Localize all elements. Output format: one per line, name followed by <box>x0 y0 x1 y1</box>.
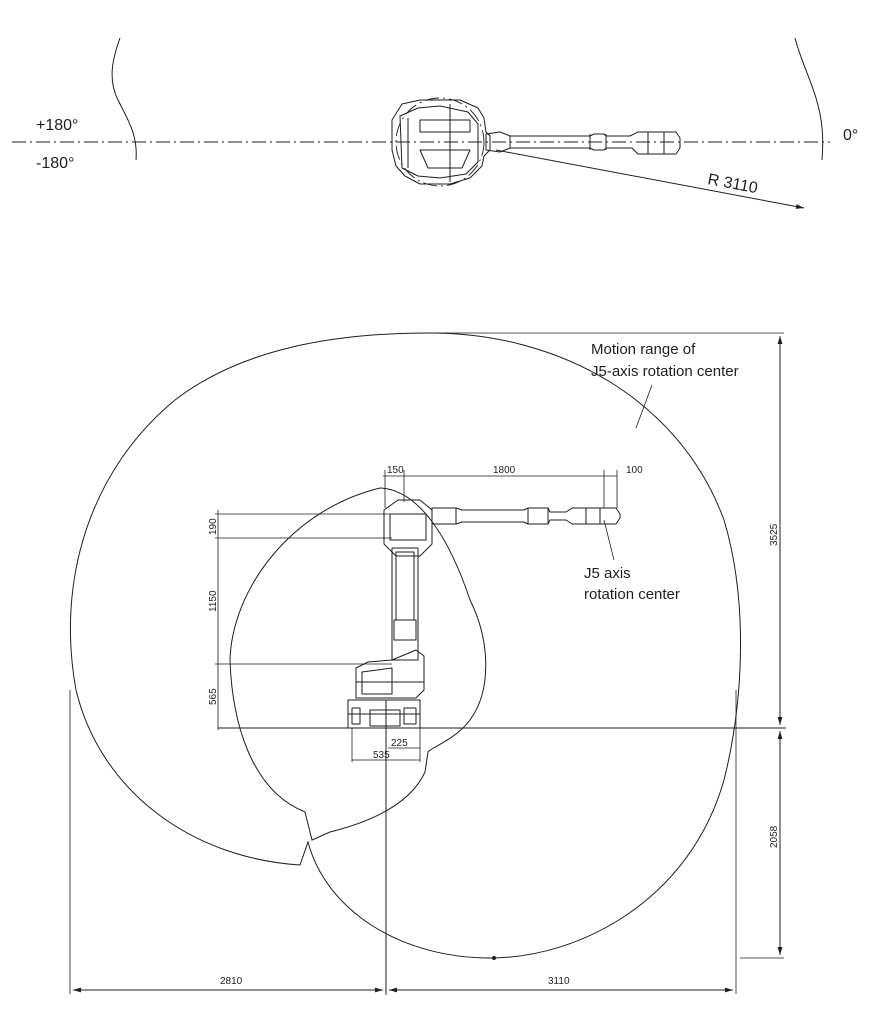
dim-150: 150 <box>387 465 404 476</box>
dim-3110: 3110 <box>548 976 570 987</box>
radius-arrow <box>495 149 805 209</box>
dim-100: 100 <box>626 465 643 476</box>
dim-1150: 1150 <box>208 590 219 612</box>
motion-range-label-line1: Motion range of <box>591 341 696 358</box>
side-view: 150 1800 100 190 1150 565 225 535 3525 2… <box>69 332 786 995</box>
angle-zero-label: 0° <box>843 127 858 144</box>
top-robot-body <box>391 99 681 185</box>
dim-3525: 3525 <box>769 523 780 546</box>
dim-2058: 2058 <box>769 825 780 848</box>
top-view: +180° -180° 0° R 3110 <box>12 37 858 209</box>
motion-range-label-line2: J5-axis rotation center <box>591 363 739 380</box>
envelope-min-point <box>492 956 496 960</box>
dim-535: 535 <box>373 750 390 761</box>
base-rotation-circle <box>395 97 485 187</box>
inner-range-envelope <box>229 487 487 841</box>
j5-leader <box>603 519 615 561</box>
right-break-curve <box>794 37 824 161</box>
dim-1800: 1800 <box>493 465 516 476</box>
j5-label-line1: J5 axis <box>584 565 631 582</box>
dim-2810: 2810 <box>220 976 243 987</box>
j5-label-line2: rotation center <box>584 586 680 603</box>
angle-neg-label: -180° <box>36 155 74 172</box>
radius-label: R 3110 <box>706 171 759 197</box>
side-robot-body <box>347 499 621 729</box>
dim-190: 190 <box>208 518 219 535</box>
dim-225: 225 <box>391 738 408 749</box>
left-break-curve <box>111 37 137 161</box>
angle-pos-label: +180° <box>36 117 78 134</box>
motion-range-envelope <box>70 332 742 959</box>
motion-range-leader <box>635 384 653 429</box>
dim-565: 565 <box>208 688 219 705</box>
